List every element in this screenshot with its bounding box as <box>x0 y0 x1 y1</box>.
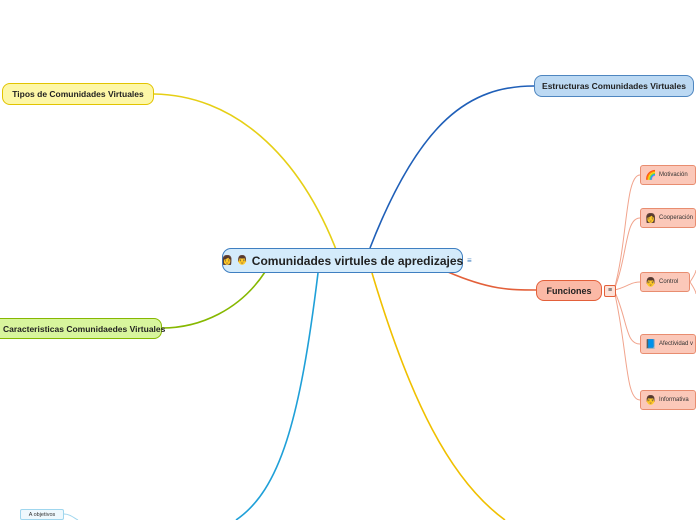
person-icon: 👨 <box>236 255 249 265</box>
funciones-item-cooperacion[interactable]: 👩 Cooperación <box>640 208 696 228</box>
central-menu-icon[interactable]: ≡ <box>467 256 472 265</box>
funciones-item-label: Control <box>659 279 679 285</box>
link-afectividad <box>613 289 641 345</box>
branch-caracteristicas-label: Caracteristicas Comunidaedes Virtuales <box>3 323 166 334</box>
person-icon: 👨 <box>645 394 657 405</box>
branch-tipos[interactable]: Tipos de Comunidades Virtuales <box>2 83 154 105</box>
funciones-item-label: Cooperación <box>659 215 694 221</box>
link-estructuras <box>369 85 535 249</box>
funciones-item-label: Afectividad v <box>659 341 694 347</box>
branch-estructuras-label: Estructuras Comunidades Virtuales <box>542 81 686 91</box>
funciones-item-informativa[interactable]: 👨 Informativa <box>640 390 696 410</box>
funciones-menu-icon[interactable]: ≡ <box>604 285 616 297</box>
branch-estructuras[interactable]: Estructuras Comunidades Virtuales <box>534 75 694 97</box>
branch-caracteristicas[interactable]: Caracteristicas Comunidaedes Virtuales <box>0 318 166 339</box>
link-lower-right <box>371 272 506 520</box>
link-control <box>613 281 641 291</box>
funciones-item-afectividad[interactable]: 📘 Afectividad v <box>640 334 696 354</box>
rainbow-icon: 🌈 <box>645 169 657 180</box>
link-funciones <box>447 271 537 291</box>
people-icon: 👩 <box>221 255 234 265</box>
link-informativa <box>613 289 641 401</box>
link-objetivos <box>63 513 79 520</box>
funciones-item-label: Informativa <box>659 397 689 403</box>
woman-icon: 👩 <box>645 212 657 223</box>
central-topic[interactable]: 👩 👨 Comunidades virtules de apredizajes <box>222 248 463 273</box>
link-caracteristicas <box>161 271 266 329</box>
node-objetivos-label: A objetivos <box>28 511 56 518</box>
node-objetivos[interactable]: A objetivos <box>20 509 64 520</box>
link-motivacion <box>613 174 641 291</box>
funciones-item-motivacion[interactable]: 🌈 Motivación <box>640 165 696 185</box>
funciones-item-control[interactable]: 👨 Control <box>640 272 690 292</box>
book-icon: 📘 <box>645 338 657 349</box>
link-lower-left <box>235 272 319 520</box>
person-icon: 👨 <box>645 276 657 287</box>
central-topic-label: Comunidades virtules de apredizajes <box>251 253 464 268</box>
link-tipos <box>153 93 341 261</box>
branch-funciones[interactable]: Funciones <box>536 280 602 301</box>
funciones-item-label: Motivación <box>659 172 688 178</box>
link-cooperacion <box>613 217 641 291</box>
branch-funciones-label: Funciones <box>546 285 592 296</box>
branch-tipos-label: Tipos de Comunidades Virtuales <box>12 89 144 99</box>
